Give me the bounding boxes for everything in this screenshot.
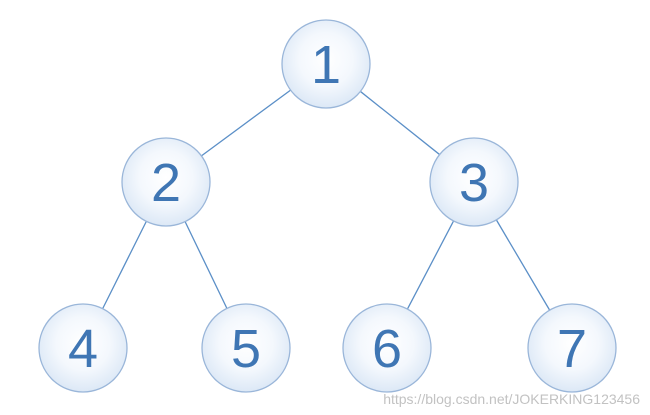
node-label: 6 [372,319,402,379]
nodes-layer: 1 2 3 4 5 6 7 [38,19,617,393]
tree-node-3: 3 [429,137,519,227]
node-circle [201,303,291,393]
node-circle [38,303,128,393]
node-circle [527,303,617,393]
node-label: 1 [311,35,341,95]
edge-n3-n6 [406,220,455,310]
watermark-text: https://blog.csdn.net/JOKERKING123456 [383,391,640,407]
node-label: 2 [151,153,181,213]
edge-n3-n7 [495,219,551,311]
node-circle [429,137,519,227]
node-circle [281,19,371,109]
tree-node-7: 7 [527,303,617,393]
tree-node-4: 4 [38,303,128,393]
tree-node-1: 1 [281,19,371,109]
node-label: 5 [231,319,261,379]
edge-n2-n5 [184,221,228,309]
edge-n1-n2 [201,89,291,157]
edge-n2-n4 [102,221,147,309]
tree-node-2: 2 [121,137,211,227]
node-label: 3 [459,153,489,213]
node-circle [342,303,432,393]
node-label: 4 [68,319,98,379]
node-circle [121,137,211,227]
edge-n1-n3 [359,90,441,156]
edges-layer [102,89,551,311]
node-label: 7 [557,319,587,379]
tree-node-6: 6 [342,303,432,393]
tree-node-5: 5 [201,303,291,393]
